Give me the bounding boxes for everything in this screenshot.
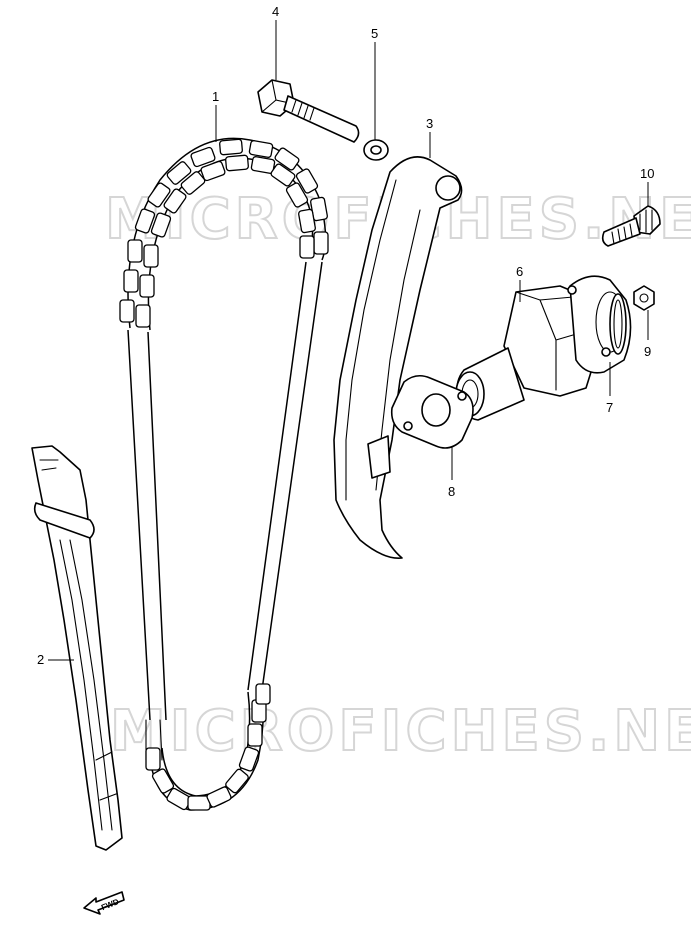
washer-part-5[interactable] bbox=[363, 139, 389, 161]
callout-label-9: 9 bbox=[644, 344, 651, 359]
callout-5: 5 bbox=[371, 26, 378, 140]
callout-label-10: 10 bbox=[640, 166, 654, 181]
watermark-bottom: MICROFICHES.NET bbox=[110, 699, 691, 764]
callout-label-2: 2 bbox=[37, 652, 44, 667]
tensioner-arm-part-3[interactable] bbox=[333, 156, 463, 559]
callout-label-1: 1 bbox=[212, 89, 219, 104]
tensioner-body-part-6[interactable] bbox=[455, 275, 632, 421]
chain-links-top bbox=[119, 138, 329, 328]
callout-3: 3 bbox=[426, 116, 433, 158]
callout-label-7: 7 bbox=[606, 400, 613, 415]
forward-direction-arrow-icon: FWD bbox=[83, 891, 125, 915]
o-ring-part-7[interactable] bbox=[609, 293, 627, 355]
cam-chain-part-1[interactable] bbox=[119, 137, 329, 811]
callout-4: 4 bbox=[272, 4, 279, 80]
callout-label-4: 4 bbox=[272, 4, 279, 19]
callout-10: 10 bbox=[640, 166, 654, 206]
callout-2: 2 bbox=[37, 652, 74, 667]
callout-8: 8 bbox=[448, 446, 455, 499]
nut-part-9[interactable] bbox=[633, 285, 655, 311]
callout-label-8: 8 bbox=[448, 484, 455, 499]
callout-9: 9 bbox=[644, 310, 651, 359]
gasket-part-8[interactable] bbox=[390, 374, 474, 449]
bolt-part-10[interactable] bbox=[601, 205, 661, 247]
callout-label-3: 3 bbox=[426, 116, 433, 131]
callout-label-5: 5 bbox=[371, 26, 378, 41]
callout-7: 7 bbox=[606, 362, 613, 415]
callout-6: 6 bbox=[516, 264, 523, 302]
callout-label-6: 6 bbox=[516, 264, 523, 279]
chain-guide-part-2[interactable] bbox=[31, 445, 123, 851]
chain-links-bottom bbox=[145, 683, 271, 811]
bolt-part-4[interactable] bbox=[257, 79, 360, 143]
callout-1: 1 bbox=[212, 89, 219, 142]
